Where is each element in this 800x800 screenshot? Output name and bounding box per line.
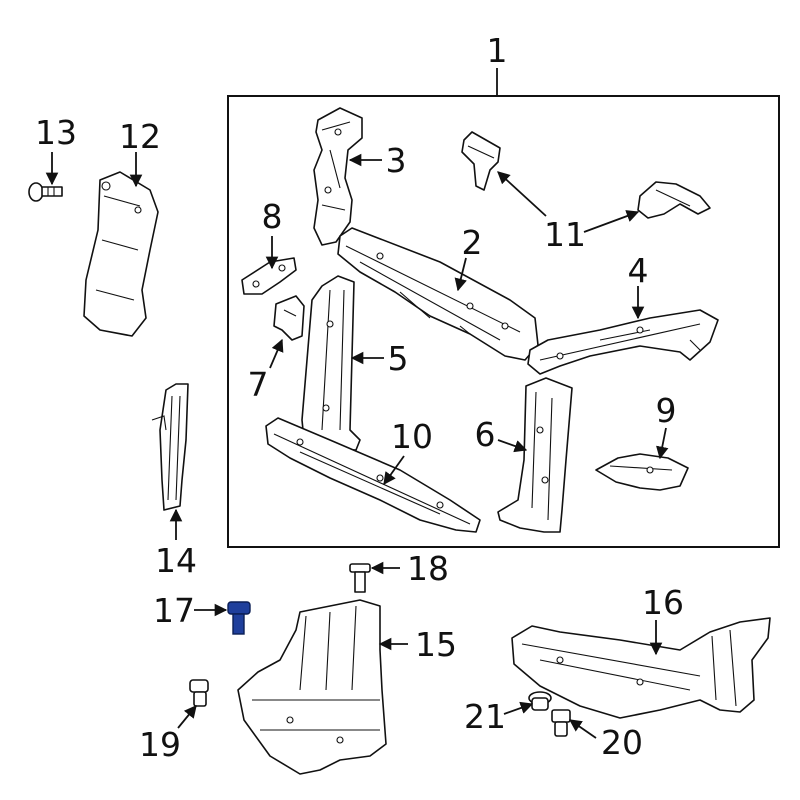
part-13-bolt[interactable] bbox=[28, 182, 63, 202]
callout-3: 3 bbox=[386, 141, 407, 180]
part-21-clip[interactable] bbox=[528, 691, 552, 711]
callout-6: 6 bbox=[475, 415, 496, 454]
part-6-right-vertical-support[interactable] bbox=[497, 377, 573, 533]
callout-4: 4 bbox=[628, 251, 649, 290]
part-12-side-deflector[interactable] bbox=[83, 171, 159, 337]
callout-8: 8 bbox=[262, 197, 283, 236]
callout-7: 7 bbox=[248, 365, 269, 404]
callout-1: 1 bbox=[487, 31, 508, 70]
callout-15: 15 bbox=[415, 625, 457, 664]
assembly-box bbox=[227, 95, 780, 548]
part-14-vertical-seal[interactable] bbox=[151, 383, 189, 511]
callout-20: 20 bbox=[601, 723, 643, 762]
callout-13: 13 bbox=[35, 113, 77, 152]
callout-5: 5 bbox=[388, 339, 409, 378]
part-8-bracket[interactable] bbox=[241, 257, 297, 295]
callout-17: 17 bbox=[153, 591, 195, 630]
part-3-upper-support[interactable] bbox=[313, 107, 363, 246]
part-15-left-splash-shield[interactable] bbox=[237, 599, 387, 775]
part-5-left-vertical-support[interactable] bbox=[301, 275, 361, 451]
callout-2: 2 bbox=[462, 223, 483, 262]
part-16-right-splash-shield[interactable] bbox=[511, 617, 771, 719]
callout-14: 14 bbox=[155, 541, 197, 580]
part-18-bolt[interactable] bbox=[349, 563, 371, 593]
part-2-upper-tie-bar[interactable] bbox=[337, 227, 539, 361]
part-17-bolt[interactable] bbox=[227, 601, 251, 635]
callout-11: 11 bbox=[544, 215, 586, 254]
callout-16: 16 bbox=[642, 583, 684, 622]
part-19-clip[interactable] bbox=[189, 679, 209, 707]
callout-12: 12 bbox=[119, 117, 161, 156]
part-7-bracket[interactable] bbox=[273, 295, 305, 341]
part-20-clip[interactable] bbox=[551, 709, 571, 737]
part-10-lower-tie-bar[interactable] bbox=[265, 417, 481, 533]
part-4-right-support[interactable] bbox=[527, 309, 719, 375]
callout-21: 21 bbox=[464, 697, 506, 736]
callout-18: 18 bbox=[407, 549, 449, 588]
callout-9: 9 bbox=[656, 391, 677, 430]
leader-lines bbox=[45, 152, 669, 739]
callout-10: 10 bbox=[391, 417, 433, 456]
callout-19: 19 bbox=[139, 725, 181, 764]
part-9-bracket[interactable] bbox=[595, 453, 689, 491]
part-11-bracket-right[interactable] bbox=[637, 181, 711, 219]
part-11-bracket-upper[interactable] bbox=[461, 131, 501, 191]
